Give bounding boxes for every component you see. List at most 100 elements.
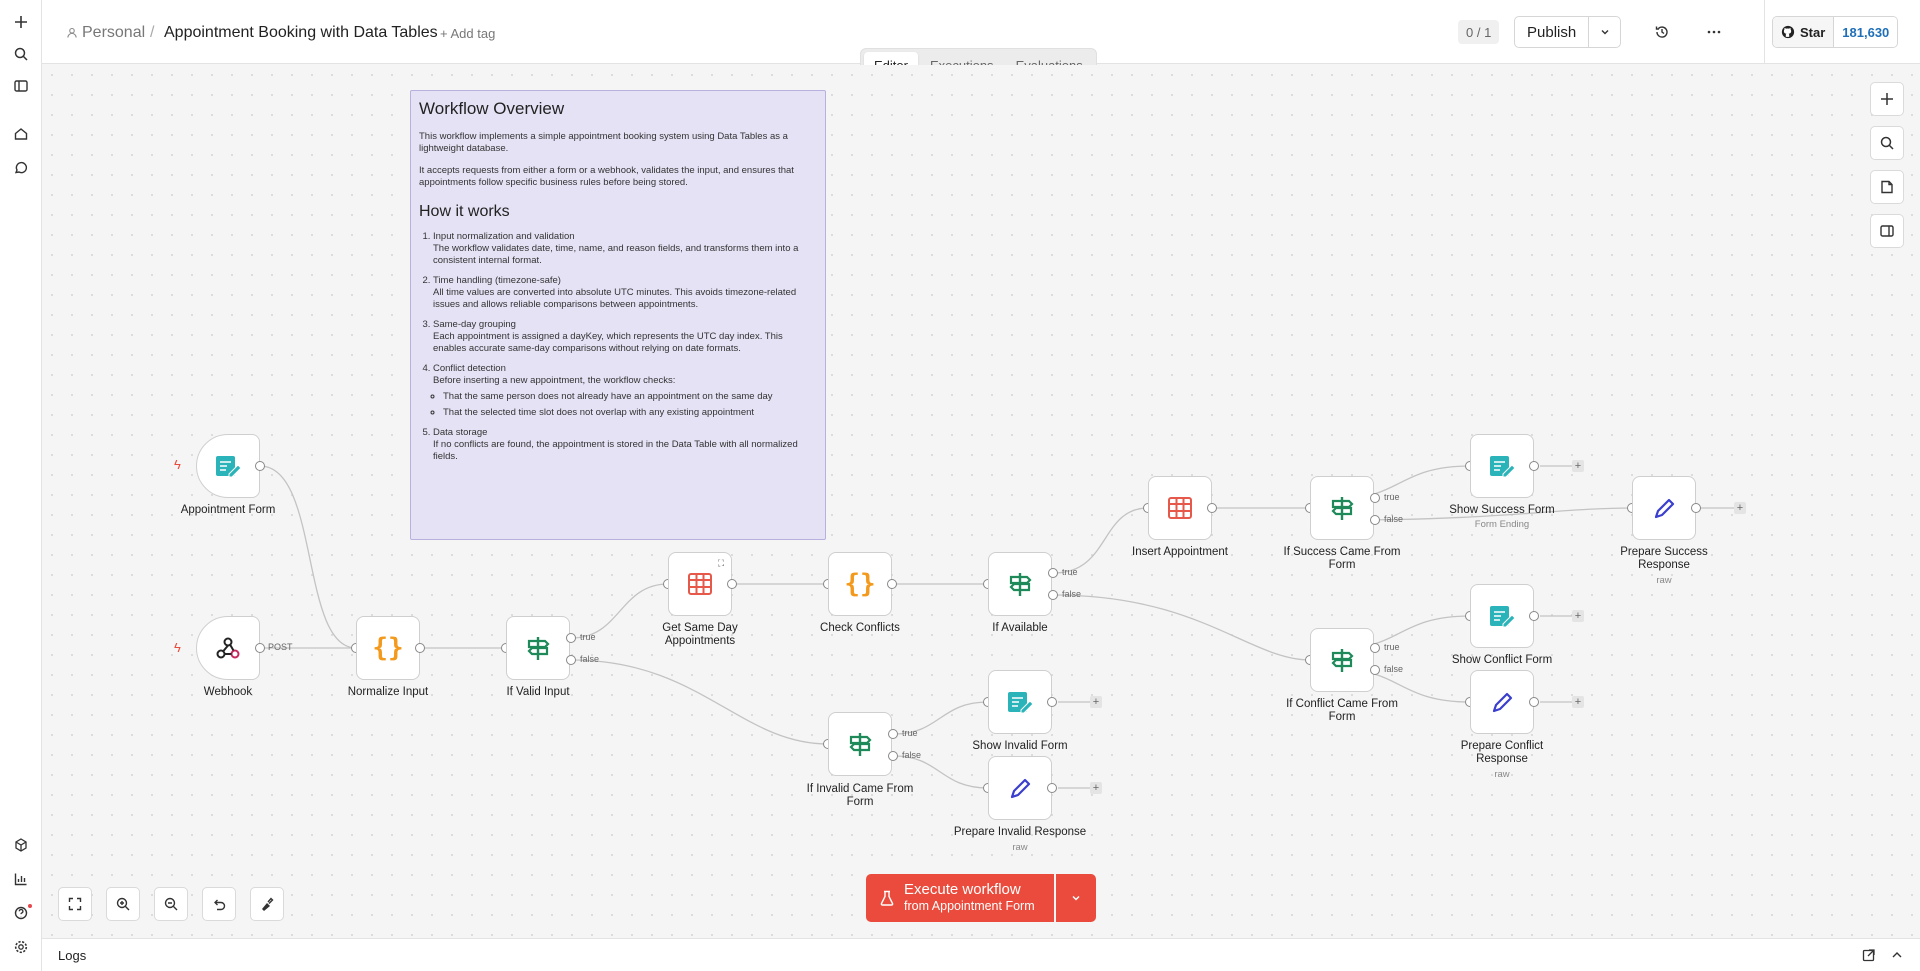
output-port-false[interactable] (1370, 665, 1380, 675)
node-show-success-form[interactable] (1470, 434, 1534, 498)
add-sticky-button[interactable] (1870, 170, 1904, 204)
webhook-icon (216, 637, 240, 659)
node-prepare-success-response[interactable] (1632, 476, 1696, 540)
chevron-up-icon[interactable] (1890, 948, 1904, 962)
node-check-conflicts[interactable]: {} (828, 552, 892, 616)
add-node-button[interactable]: + (1572, 610, 1584, 622)
output-port-true[interactable] (1048, 568, 1058, 578)
add-node-button[interactable]: + (1572, 696, 1584, 708)
pop-out-icon[interactable] (1862, 948, 1876, 962)
zoom-out-button[interactable] (154, 887, 188, 921)
help-icon[interactable] (8, 900, 34, 926)
templates-icon[interactable] (8, 832, 34, 858)
logs-panel[interactable]: Logs (42, 938, 1920, 971)
github-star-button[interactable]: Star 181,630 (1772, 16, 1899, 48)
expand-icon[interactable]: ⛶ (717, 558, 725, 568)
search-nodes-button[interactable] (1870, 126, 1904, 160)
search-icon[interactable] (8, 41, 34, 67)
publish-options-button[interactable] (1589, 16, 1622, 48)
zoom-in-button[interactable] (106, 887, 140, 921)
sticky-note[interactable]: Workflow Overview This workflow implemen… (410, 90, 826, 540)
output-port[interactable] (255, 643, 265, 653)
home-icon[interactable] (8, 121, 34, 147)
if-signpost-icon (849, 733, 872, 756)
settings-gear-icon[interactable] (8, 934, 34, 960)
history-icon (1655, 26, 1668, 38)
output-port[interactable] (1529, 611, 1539, 621)
chevron-down-icon (1601, 30, 1609, 35)
header-divider (1764, 0, 1765, 64)
tidy-up-button[interactable] (250, 887, 284, 921)
output-port-false[interactable] (566, 655, 576, 665)
node-show-conflict-form[interactable] (1470, 584, 1534, 648)
output-port-false[interactable] (1048, 590, 1058, 600)
output-port[interactable] (1529, 461, 1539, 471)
output-port[interactable] (255, 461, 265, 471)
node-if-valid-input[interactable] (506, 616, 570, 680)
output-port-true[interactable] (566, 633, 576, 643)
node-webhook[interactable] (196, 616, 260, 680)
toggle-panel-button[interactable] (1870, 214, 1904, 248)
output-port[interactable] (1047, 697, 1057, 707)
output-port-true[interactable] (1370, 493, 1380, 503)
reset-zoom-button[interactable] (202, 887, 236, 921)
add-node-button[interactable]: + (1090, 782, 1102, 794)
node-if-invalid-came-from-form[interactable] (828, 712, 892, 776)
chat-icon[interactable] (8, 155, 34, 181)
output-port[interactable] (1529, 697, 1539, 707)
workflow-canvas[interactable] (42, 65, 1920, 938)
add-icon[interactable] (8, 9, 34, 35)
port-label-false: false (580, 654, 600, 664)
output-port-true[interactable] (1370, 643, 1380, 653)
panel-right-icon (1880, 225, 1894, 237)
output-port[interactable] (415, 643, 425, 653)
zoom-in-icon (116, 897, 130, 911)
node-if-success-came-from-form[interactable] (1310, 476, 1374, 540)
add-node-button[interactable]: + (1090, 696, 1102, 708)
step-text: All time values are converted into absol… (433, 287, 797, 310)
output-port-false[interactable] (888, 751, 898, 761)
node-prepare-invalid-response[interactable] (988, 756, 1052, 820)
form-icon (1008, 692, 1034, 714)
output-port[interactable] (727, 579, 737, 589)
port-label-post: POST (268, 642, 293, 652)
node-insert-appointment[interactable] (1148, 476, 1212, 540)
sidebar-toggle-icon[interactable] (8, 73, 34, 99)
fit-view-button[interactable] (58, 887, 92, 921)
output-port[interactable] (887, 579, 897, 589)
node-prepare-conflict-response[interactable] (1470, 670, 1534, 734)
output-port[interactable] (1047, 783, 1057, 793)
add-tag-button[interactable]: + Add tag (440, 26, 496, 41)
node-label: Webhook (203, 686, 253, 698)
node-appointment-form[interactable] (196, 434, 260, 498)
output-port-false[interactable] (1370, 515, 1380, 525)
github-star-count[interactable]: 181,630 (1834, 17, 1898, 47)
execute-options-button[interactable] (1056, 874, 1096, 922)
workflow-name[interactable]: Appointment Booking with Data Tables (164, 24, 438, 41)
output-port[interactable] (1691, 503, 1701, 513)
output-port[interactable] (1207, 503, 1217, 513)
node-normalize-input[interactable]: {} (356, 616, 420, 680)
github-star-label[interactable]: Star (1773, 17, 1835, 47)
execute-workflow-button[interactable]: Execute workflow from Appointment Form (866, 874, 1054, 922)
step-text: The workflow validates date, time, name,… (433, 243, 799, 266)
insights-chart-icon[interactable] (8, 866, 34, 892)
execute-subtitle: from Appointment Form (904, 898, 1035, 915)
node-show-invalid-form[interactable] (988, 670, 1052, 734)
form-icon (1490, 606, 1516, 628)
add-node-button[interactable]: + (1734, 502, 1746, 514)
execute-workflow-group: Execute workflow from Appointment Form (866, 874, 1096, 922)
publish-button[interactable]: Publish (1514, 16, 1590, 48)
node-if-available[interactable] (988, 552, 1052, 616)
port-label-true: true (902, 728, 918, 738)
node-if-conflict-came-from-form[interactable] (1310, 628, 1374, 692)
history-button[interactable] (1650, 20, 1674, 44)
add-node-button[interactable]: + (1572, 460, 1584, 472)
output-port-true[interactable] (888, 729, 898, 739)
execute-text: Execute workflow from Appointment Form (904, 881, 1035, 915)
add-node-tool-button[interactable] (1870, 82, 1904, 116)
more-options-button[interactable] (1702, 20, 1726, 44)
notification-dot (28, 904, 32, 908)
breadcrumb-project[interactable]: Personal (66, 24, 145, 42)
